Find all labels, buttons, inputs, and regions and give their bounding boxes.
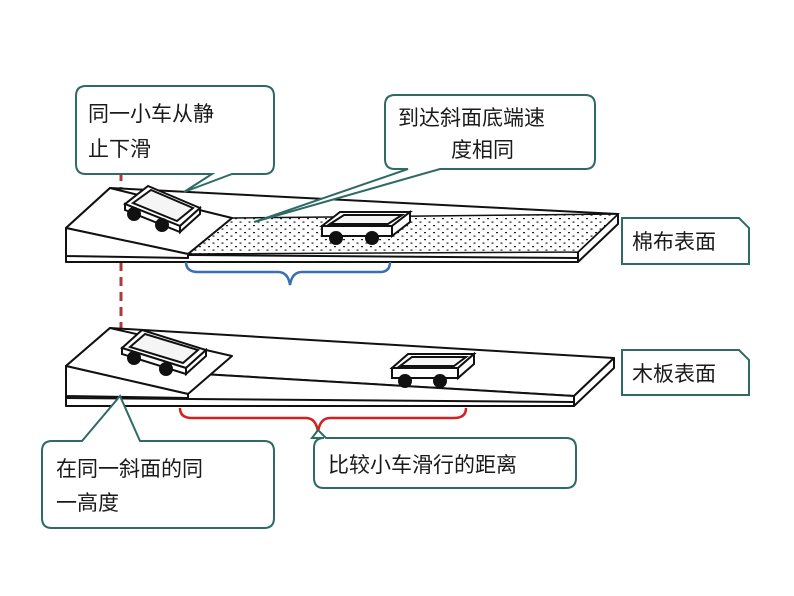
callout-compare-distance-text: 比较小车滑行的距离 [328,453,517,477]
callout-same-cart: 同一小车从静 止下滑 [75,85,275,193]
callout-same-speed: 到达斜面底端速 度相同 [253,94,596,223]
cart-bottom-incline [120,328,208,377]
callout-same-speed-line1: 到达斜面底端速 [398,106,545,130]
callout-same-height: 在同一斜面的同 一高度 [41,394,275,529]
label-cotton-surface: 棉布表面 [621,217,750,265]
callout-same-cart-line2: 止下滑 [88,137,151,161]
wood-distance-brace [178,407,468,433]
callout-compare-distance: 比较小车滑行的距离 [310,428,577,489]
label-wood-surface: 木板表面 [621,349,750,396]
cart-top-cloth [319,209,413,245]
callout-same-height-line1: 在同一斜面的同 [56,457,203,481]
callout-same-cart-line1: 同一小车从静 [88,102,214,126]
label-cotton-surface-text: 棉布表面 [632,230,716,254]
callout-same-height-line2: 一高度 [56,491,119,515]
cotton-distance-brace [184,261,392,286]
callout-same-speed-line2: 度相同 [451,138,514,162]
cart-top-incline [123,184,202,235]
incline-ramp-top [65,187,233,259]
label-wood-surface-text: 木板表面 [632,362,716,386]
cart-bottom-wood [389,351,477,388]
